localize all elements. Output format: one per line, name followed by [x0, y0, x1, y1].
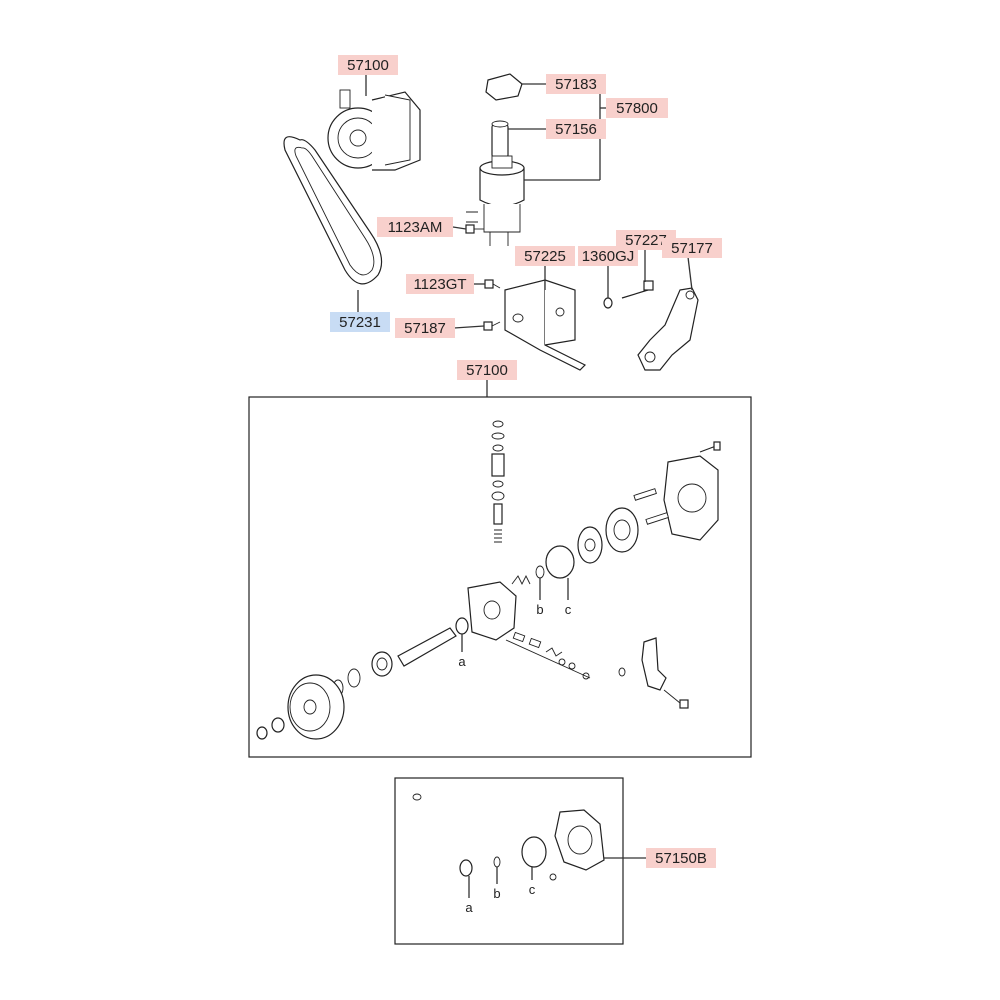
svg-text:57225: 57225: [524, 248, 566, 265]
reservoir-illustration: [466, 155, 525, 246]
label-57150B[interactable]: 57150B: [646, 848, 716, 868]
nut-1360GJ-illustration: [603, 297, 613, 309]
kit-label-a: a: [465, 900, 473, 915]
svg-text:57177: 57177: [671, 240, 713, 257]
bracket-57177-illustration: [637, 287, 699, 371]
label-57225[interactable]: 57225: [515, 246, 575, 266]
label-1123AM[interactable]: 1123AM: [377, 217, 453, 237]
svg-text:1360GJ: 1360GJ: [582, 248, 635, 265]
bolt-57187-illustration: [483, 321, 501, 331]
svg-text:57150B: 57150B: [655, 850, 707, 867]
exploded-view-parts: [256, 420, 721, 740]
bolt-1123AM-illustration: [465, 224, 484, 234]
label-1123GT[interactable]: 1123GT: [406, 274, 474, 294]
svg-text:57187: 57187: [404, 320, 446, 337]
label-57100-top[interactable]: 57100: [338, 55, 398, 75]
seal-kit-frame: [394, 777, 624, 945]
bolt-57227-illustration: [621, 280, 654, 299]
kit-label-c: c: [529, 882, 536, 897]
label-57183[interactable]: 57183: [546, 74, 606, 94]
exploded-callout-lines: [461, 578, 569, 652]
label-1360GJ[interactable]: 1360GJ: [578, 246, 638, 266]
bracket-57225-illustration: [504, 279, 587, 371]
label-57100-exploded[interactable]: 57100: [457, 360, 517, 380]
seal-kit-parts: [412, 793, 605, 881]
drive-belt-illustration: [283, 136, 383, 285]
filter-illustration: [491, 120, 509, 159]
svg-text:57100: 57100: [466, 362, 508, 379]
svg-text:57183: 57183: [555, 76, 597, 93]
svg-text:57156: 57156: [555, 121, 597, 138]
exploded-view-frame: [248, 396, 752, 758]
svg-text:57800: 57800: [616, 100, 658, 117]
svg-text:57231: 57231: [339, 314, 381, 331]
exploded-label-b: b: [536, 602, 543, 617]
label-57177[interactable]: 57177: [662, 238, 722, 258]
label-57187[interactable]: 57187: [395, 318, 455, 338]
label-57231[interactable]: 57231: [330, 312, 390, 332]
bolt-1123GT-illustration: [484, 279, 501, 289]
exploded-label-c: c: [565, 602, 572, 617]
svg-text:57100: 57100: [347, 57, 389, 74]
label-57800[interactable]: 57800: [606, 98, 668, 118]
svg-text:1123AM: 1123AM: [388, 219, 443, 236]
kit-label-b: b: [493, 886, 500, 901]
seal-kit-callout-lines: [468, 857, 646, 898]
power-steering-pump-illustration: [327, 89, 421, 171]
label-57156[interactable]: 57156: [546, 119, 606, 139]
svg-text:1123GT: 1123GT: [413, 276, 466, 293]
svg-text:57227: 57227: [625, 232, 667, 249]
reservoir-cap-illustration: [485, 73, 523, 101]
exploded-label-a: a: [458, 654, 466, 669]
label-57227[interactable]: 57227: [616, 230, 676, 250]
